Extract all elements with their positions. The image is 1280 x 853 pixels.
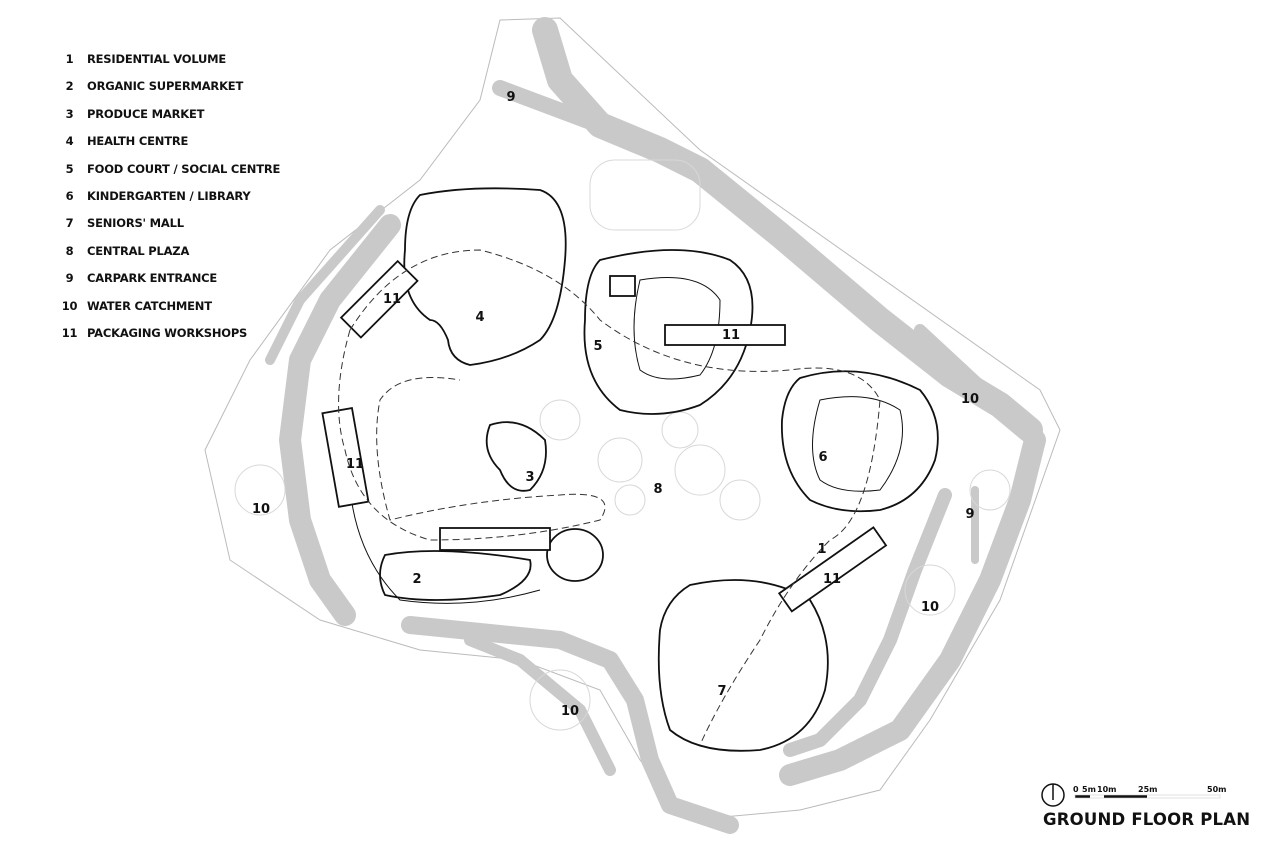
north-arrow-icon bbox=[1041, 783, 1065, 807]
legend-item: 11 PACKAGING WORKSHOPS bbox=[52, 326, 280, 353]
workshop-w bbox=[321, 407, 370, 508]
workshop-n bbox=[664, 324, 786, 346]
scale-tick: 50m bbox=[1207, 785, 1226, 794]
legend-label: CARPARK ENTRANCE bbox=[87, 271, 218, 286]
buildings bbox=[321, 187, 939, 752]
legend-label: PRODUCE MARKET bbox=[87, 106, 205, 121]
legend-item: 4 HEALTH CENTRE bbox=[52, 134, 280, 161]
legend-item: 6 KINDERGARTEN / LIBRARY bbox=[52, 189, 280, 216]
label-workshop: 11 bbox=[346, 457, 364, 472]
label-workshop: 11 bbox=[722, 328, 740, 343]
legend-item: 1 RESIDENTIAL VOLUME bbox=[52, 52, 280, 79]
label-water-catchment: 10 bbox=[561, 704, 579, 719]
legend-item: 5 FOOD COURT / SOCIAL CENTRE bbox=[52, 161, 281, 189]
site-boundary bbox=[204, 17, 1061, 821]
building-rotunda bbox=[546, 528, 604, 582]
legend-number: 10 bbox=[61, 298, 78, 313]
label-seniors-mall: 7 bbox=[717, 684, 726, 699]
label-health-centre: 4 bbox=[475, 310, 484, 325]
label-workshop: 11 bbox=[823, 572, 841, 587]
plan-labels: 11 4 5 11 10 6 11 3 8 10 9 1 11 2 10 7 1… bbox=[252, 90, 979, 719]
building-supermarket bbox=[379, 550, 532, 601]
workshop-se bbox=[777, 526, 888, 613]
label-carpark-entrance: 9 bbox=[965, 507, 974, 522]
legend-item: 10 WATER CATCHMENT bbox=[52, 299, 280, 326]
legend-number: 8 bbox=[65, 243, 74, 258]
label-produce-market: 3 bbox=[525, 470, 534, 485]
scale-tick: 10m bbox=[1097, 785, 1116, 794]
label-residential: 1 bbox=[817, 542, 826, 557]
legend-number: 2 bbox=[65, 79, 74, 94]
label-food-court: 5 bbox=[593, 339, 602, 354]
legend-label: HEALTH CENTRE bbox=[87, 134, 189, 149]
label-central-plaza: 8 bbox=[653, 482, 662, 497]
scale-tick: 5m bbox=[1082, 785, 1096, 794]
legend-number: 1 bbox=[65, 52, 74, 66]
legend-number: 3 bbox=[65, 106, 74, 121]
legend-label: SENIORS' MALL bbox=[87, 216, 184, 231]
scale-tick: 25m bbox=[1138, 785, 1157, 794]
building-kindergarten bbox=[781, 370, 939, 513]
legend-number: 9 bbox=[65, 271, 74, 286]
legend-number: 6 bbox=[65, 188, 74, 203]
legend-number: 5 bbox=[65, 161, 74, 176]
legend-label: WATER CATCHMENT bbox=[87, 298, 212, 313]
label-kindergarten: 6 bbox=[818, 450, 827, 465]
legend-label: PACKAGING WORKSHOPS bbox=[87, 325, 248, 340]
building-health-centre bbox=[403, 187, 567, 366]
building-produce-market bbox=[485, 421, 547, 492]
legend: 1 RESIDENTIAL VOLUME 2 ORGANIC SUPERMARKET 3… bbox=[52, 52, 281, 353]
label-water-catchment: 10 bbox=[961, 392, 979, 407]
trees bbox=[234, 159, 1011, 731]
label-water-catchment: 10 bbox=[921, 600, 939, 615]
legend-item: 7 SENIORS' MALL bbox=[52, 216, 280, 243]
legend-label: ORGANIC SUPERMARKET bbox=[87, 79, 244, 94]
roads bbox=[265, 17, 1046, 834]
legend-item: 2 ORGANIC SUPERMARKET bbox=[52, 79, 280, 106]
label-workshop: 11 bbox=[383, 292, 401, 307]
scale-bar: 0 5m 10m 25m 50m bbox=[1073, 785, 1226, 799]
label-water-catchment: 10 bbox=[252, 502, 270, 517]
legend-label: CENTRAL PLAZA bbox=[87, 243, 190, 258]
legend-item: 8 CENTRAL PLAZA bbox=[52, 244, 280, 271]
legend-number: 7 bbox=[65, 216, 74, 231]
legend-item: 9 CARPARK ENTRANCE bbox=[52, 271, 280, 298]
label-carpark-entrance: 9 bbox=[506, 90, 515, 105]
legend-label: KINDERGARTEN / LIBRARY bbox=[87, 188, 251, 203]
scale-tick: 0 bbox=[1073, 785, 1079, 794]
building-seniors-mall bbox=[657, 579, 829, 752]
circulation-path bbox=[338, 249, 881, 746]
legend-label: RESIDENTIAL VOLUME bbox=[87, 52, 227, 66]
legend-item: 3 PRODUCE MARKET bbox=[52, 107, 280, 134]
legend-label: FOOD COURT / SOCIAL CENTRE bbox=[87, 161, 281, 176]
legend-number: 4 bbox=[65, 134, 74, 149]
legend-number: 11 bbox=[61, 325, 78, 340]
plan-title: GROUND FLOOR PLAN bbox=[1043, 810, 1251, 829]
label-supermarket: 2 bbox=[412, 572, 421, 587]
